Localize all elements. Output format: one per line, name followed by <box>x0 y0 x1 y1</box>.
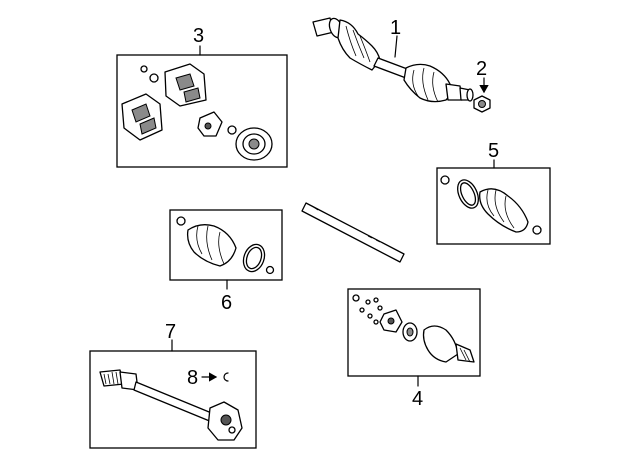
intermediate-shaft-assembly[interactable] <box>99 369 243 441</box>
axle-shaft-assembly[interactable] <box>312 17 474 103</box>
callout-6: 6 <box>221 292 232 314</box>
callout-2: 2 <box>476 58 487 80</box>
callout-3: 3 <box>193 25 204 47</box>
snap-ring[interactable] <box>223 372 229 382</box>
callout-8: 8 <box>187 367 198 389</box>
axle-nut[interactable] <box>473 95 491 113</box>
outer-boot-kit[interactable] <box>440 175 542 235</box>
box-inner-joint-kit <box>116 54 288 168</box>
leader-1 <box>394 35 398 58</box>
box-outer-joint-kit <box>347 288 481 377</box>
box-intermediate-shaft <box>89 350 257 449</box>
inner-joint-kit[interactable] <box>121 63 273 161</box>
box-inner-boot-kit <box>169 209 283 281</box>
intermediate-shaft[interactable] <box>301 202 405 263</box>
callout-5: 5 <box>488 140 499 162</box>
callout-4: 4 <box>412 388 423 410</box>
callout-7: 7 <box>165 321 176 343</box>
outer-joint-kit[interactable] <box>352 294 475 363</box>
inner-boot-kit[interactable] <box>176 216 275 275</box>
callout-1: 1 <box>390 17 401 39</box>
